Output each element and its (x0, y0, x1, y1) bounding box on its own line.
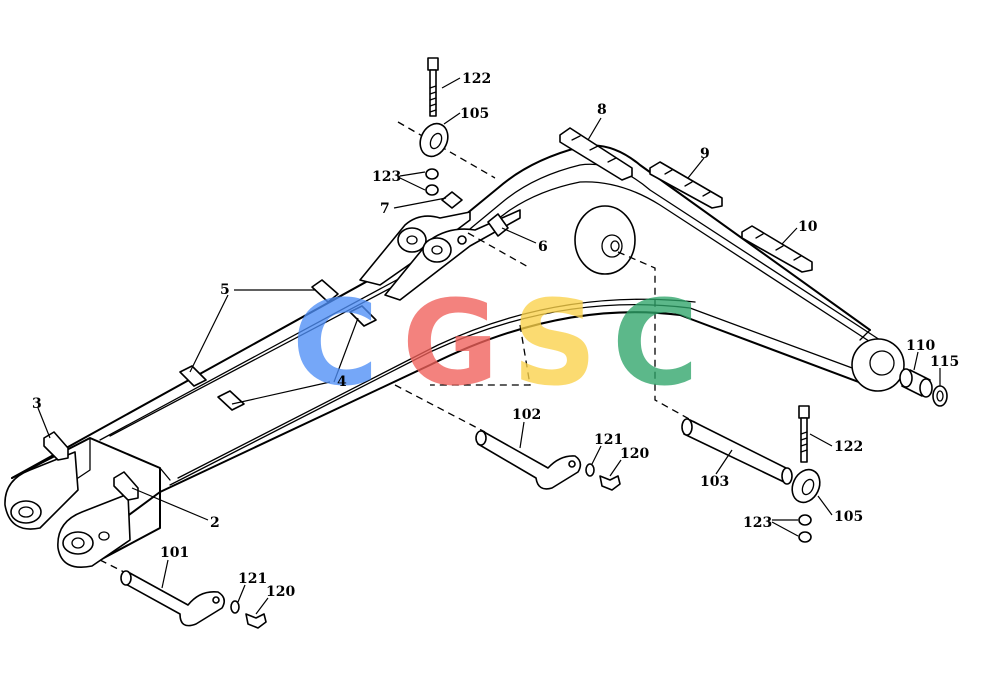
pin-103 (681, 418, 793, 485)
label-120-left: 120 (266, 584, 295, 600)
ring-115 (932, 385, 948, 407)
bolt-122-top (427, 57, 439, 117)
label-10: 10 (798, 219, 818, 235)
label-101: 101 (160, 545, 189, 561)
label-123-right: 123 (743, 515, 772, 531)
pin-102 (475, 430, 582, 490)
label-5: 5 (220, 282, 230, 298)
label-121-mid: 121 (594, 432, 623, 448)
label-8: 8 (597, 102, 607, 118)
cgsc-watermark: C G S C (292, 274, 699, 412)
part-labels: 122 105 123 8 9 10 7 6 5 4 3 2 101 121 1… (32, 71, 959, 600)
center-lines (99, 121, 701, 576)
label-122-top: 122 (462, 71, 491, 87)
washer-screw-mid (585, 463, 621, 491)
label-6: 6 (538, 239, 548, 255)
label-123-top: 123 (372, 169, 401, 185)
pin-101 (120, 570, 226, 627)
washer-105-top (419, 122, 449, 158)
washer-screw-left (230, 600, 267, 629)
bushing-110 (899, 368, 933, 398)
label-115: 115 (930, 354, 959, 370)
label-121-left: 121 (238, 571, 267, 587)
nuts-123-top (425, 168, 439, 196)
leader-lines (37, 77, 941, 615)
label-122-right: 122 (834, 439, 863, 455)
label-3: 3 (32, 396, 42, 412)
watermark-letter-g: G (402, 274, 499, 412)
bolt-122-right (798, 405, 810, 463)
label-110: 110 (906, 338, 935, 354)
label-103: 103 (700, 474, 729, 490)
watermark-letter-c2: C (612, 274, 699, 412)
nuts-123-right (798, 514, 812, 543)
watermark-letter-s: S (512, 274, 597, 412)
label-102: 102 (512, 407, 541, 423)
label-2: 2 (210, 515, 220, 531)
label-120-mid: 120 (620, 446, 649, 462)
label-105-top: 105 (460, 106, 489, 122)
label-4: 4 (337, 374, 347, 390)
watermark-letter-c1: C (292, 274, 379, 412)
washer-105-right (791, 468, 821, 504)
label-7: 7 (380, 201, 390, 217)
label-105-right: 105 (834, 509, 863, 525)
label-9: 9 (700, 146, 710, 162)
boom-body (4, 144, 905, 568)
wear-pads (43, 127, 813, 501)
